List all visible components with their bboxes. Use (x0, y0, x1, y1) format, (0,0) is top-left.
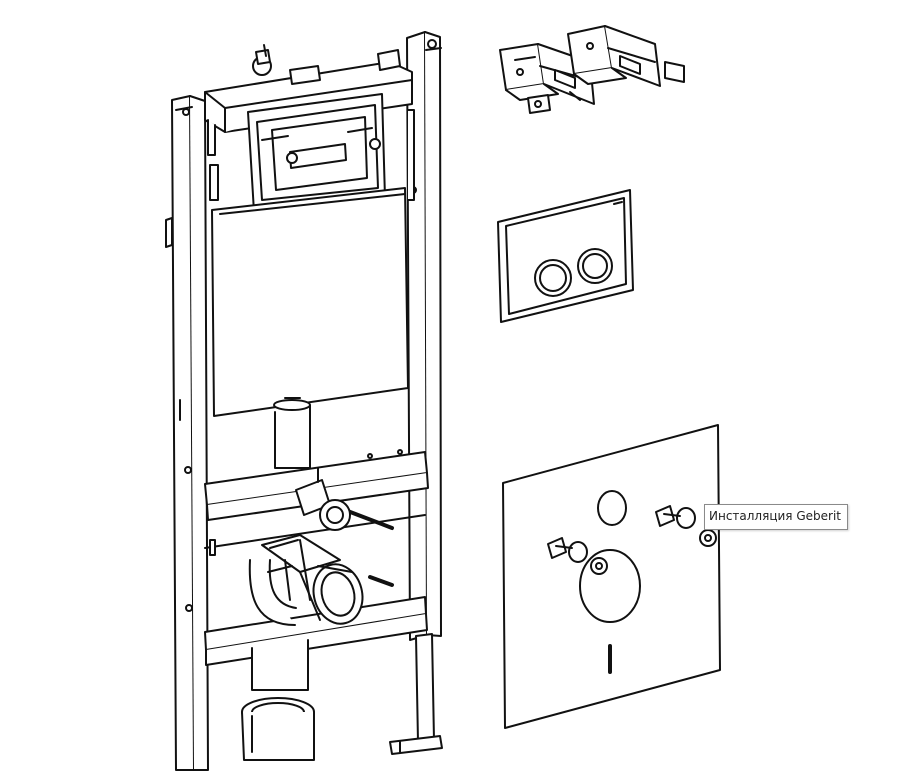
installation-frame (165, 31, 443, 771)
sound-insulation-pad (502, 424, 721, 729)
wall-mounting-brackets (499, 25, 685, 114)
image-title-tooltip: Инсталляция Geberit (704, 504, 848, 530)
tooltip-text: Инсталляция Geberit (709, 509, 841, 523)
flush-plate (497, 189, 634, 323)
